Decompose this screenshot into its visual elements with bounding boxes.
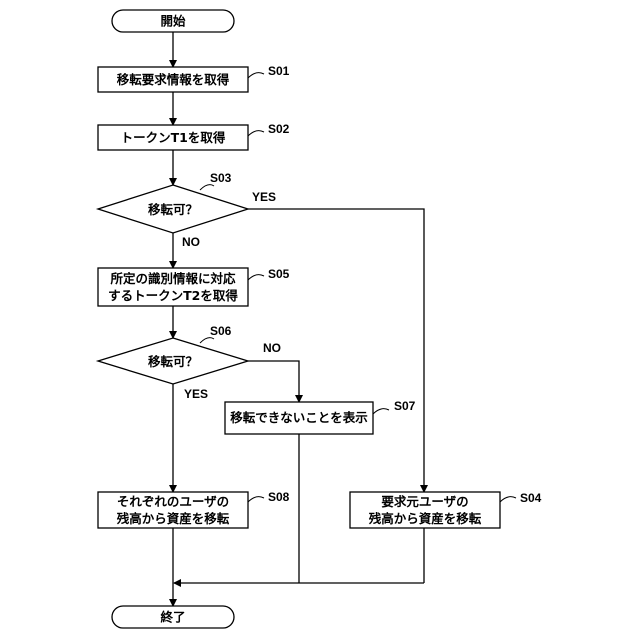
step-s02-leader bbox=[248, 131, 264, 136]
step-s08-leader bbox=[248, 497, 264, 502]
step-s05-text-line2: するトークンT2を取得 bbox=[108, 288, 238, 303]
step-s07-leader bbox=[373, 409, 389, 414]
step-s01-leader bbox=[248, 73, 264, 78]
step-s08-label: S08 bbox=[268, 490, 290, 504]
s06-no-label: NO bbox=[263, 341, 281, 355]
step-s04-text-line2: 残高から資産を移転 bbox=[369, 511, 482, 526]
decision-s06-leader bbox=[200, 338, 214, 343]
decision-s06-label: S06 bbox=[210, 324, 232, 338]
step-s05-text-line1: 所定の識別情報に対応 bbox=[110, 271, 236, 286]
step-s04-leader bbox=[500, 497, 516, 502]
decision-s06-text: 移転可？ bbox=[148, 354, 198, 369]
step-s08-text-line2: 残高から資産を移転 bbox=[117, 511, 230, 526]
decision-s03-leader bbox=[200, 185, 214, 190]
step-s07-label: S07 bbox=[394, 399, 416, 413]
s06-yes-label: YES bbox=[184, 387, 208, 401]
s03-yes-label: YES bbox=[252, 190, 276, 204]
step-s05-label: S05 bbox=[268, 267, 290, 281]
arrow-s06-s07 bbox=[248, 361, 299, 402]
start-label: 開始 bbox=[160, 14, 186, 29]
step-s01-label: S01 bbox=[268, 64, 290, 78]
step-s05-leader bbox=[248, 275, 264, 280]
step-s08: それぞれのユーザの 残高から資産を移転 S08 bbox=[98, 490, 290, 528]
step-s05: 所定の識別情報に対応 するトークンT2を取得 S05 bbox=[98, 267, 290, 306]
step-s04-text-line1: 要求元ユーザの bbox=[381, 494, 468, 509]
s03-no-label: NO bbox=[182, 235, 200, 249]
step-s02-text: トークンT1を取得 bbox=[121, 130, 226, 145]
decision-s03-label: S03 bbox=[210, 171, 232, 185]
end-label: 終了 bbox=[160, 610, 185, 625]
decision-s03-text: 移転可？ bbox=[148, 202, 198, 217]
step-s01-text: 移転要求情報を取得 bbox=[117, 72, 230, 87]
step-s02: トークンT1を取得 S02 bbox=[98, 122, 290, 150]
step-s07: 移転できないことを表示 S07 bbox=[225, 399, 416, 434]
step-s08-text-line1: それぞれのユーザの bbox=[117, 494, 229, 509]
step-s07-text: 移転できないことを表示 bbox=[230, 410, 368, 425]
step-s02-label: S02 bbox=[268, 122, 290, 136]
step-s04: 要求元ユーザの 残高から資産を移転 S04 bbox=[350, 491, 542, 528]
step-s04-label: S04 bbox=[520, 491, 542, 505]
start-terminator: 開始 bbox=[112, 10, 234, 32]
end-terminator: 終了 bbox=[112, 606, 234, 628]
step-s01: 移転要求情報を取得 S01 bbox=[98, 64, 290, 92]
